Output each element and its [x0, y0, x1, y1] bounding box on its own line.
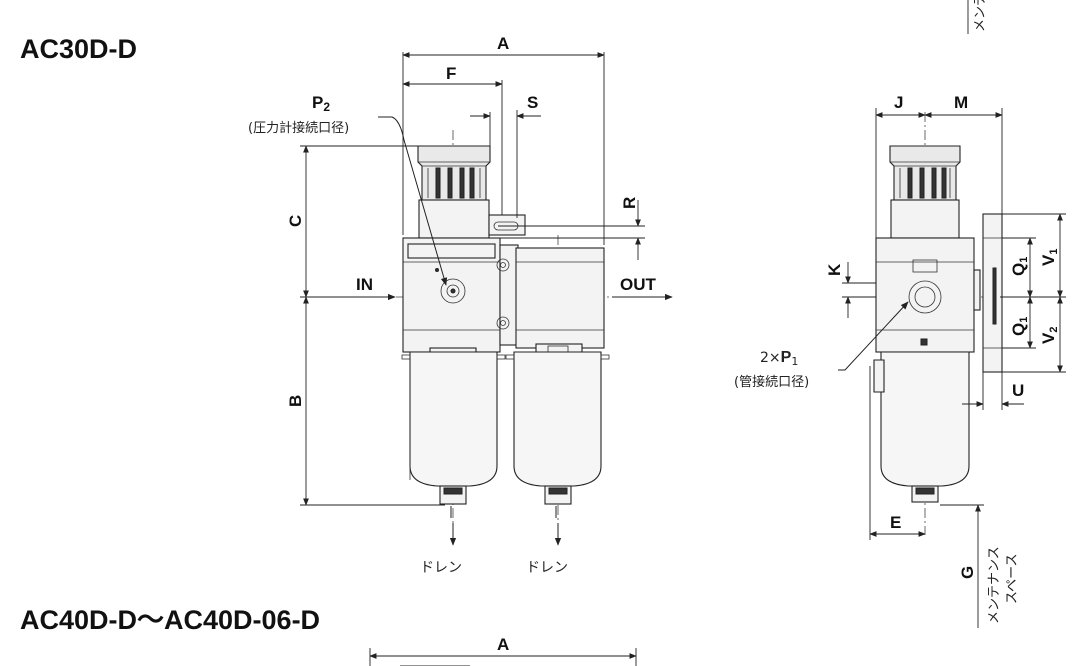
dim-C: C: [286, 215, 305, 227]
port-p2-label: P2 (圧力計接続口径): [248, 93, 349, 136]
dim-V1: V: [1039, 254, 1058, 266]
dim-Q1-upper: Q: [1009, 263, 1028, 276]
dim-Q1-upper-sub: 1: [1018, 257, 1030, 263]
drain-label-right: ドレン: [526, 560, 568, 576]
dim-Q1-lower-sub: 1: [1018, 317, 1030, 323]
regulator-bowl: [401, 351, 506, 487]
dim-J: J: [894, 93, 903, 112]
dim-A-bottom: A: [497, 635, 509, 654]
p1-label: P: [781, 349, 792, 366]
front-view: ドレン ドレン IN OUT P2 (圧力計接続口径) A F S: [248, 34, 673, 576]
p2-label: P: [312, 93, 323, 112]
svg-text:P2: P2: [312, 93, 330, 114]
port-p1-label: 2×P1 (管接続口径): [734, 349, 809, 390]
maintenance-label-1: メンテナンス: [987, 546, 1002, 624]
out-label: OUT: [620, 275, 657, 294]
filter-bowl: [505, 351, 610, 487]
drain-label-left: ドレン: [420, 560, 462, 576]
svg-text:V1: V1: [1039, 249, 1060, 266]
dim-V2: V: [1039, 332, 1058, 344]
dim-Q1-lower: Q: [1009, 323, 1028, 336]
dim-V2-sub: 2: [1048, 327, 1060, 333]
bottom-section: A: [369, 635, 637, 666]
maintenance-label-2: スペース: [1005, 554, 1020, 604]
p1-prefix: 2×: [760, 350, 781, 366]
regulator-knob: [417, 145, 491, 201]
svg-text:2×P1: 2×P1: [760, 349, 798, 368]
dim-G: G: [958, 566, 977, 579]
p2-sub: 2: [323, 100, 330, 114]
dim-K: K: [825, 263, 844, 276]
maintenance-top-cut: メンテナンス: [973, 0, 988, 32]
dim-R: R: [620, 197, 639, 209]
p1-note: (管接続口径): [734, 374, 809, 390]
title-ac30d: AC30D-D: [20, 34, 137, 64]
dim-B: B: [286, 395, 305, 407]
svg-text:V2: V2: [1039, 327, 1060, 344]
title-ac40d: AC40D-D～AC40D-06-D: [20, 605, 320, 635]
svg-text:Q1: Q1: [1009, 257, 1030, 276]
in-label: IN: [356, 275, 373, 294]
dim-V1-sub: 1: [1048, 249, 1060, 255]
dim-F: F: [446, 64, 456, 83]
dim-E: E: [890, 513, 901, 532]
dim-S: S: [527, 93, 538, 112]
dim-U: U: [1012, 381, 1024, 400]
dim-A-front: A: [497, 34, 509, 53]
dim-M: M: [954, 93, 968, 112]
svg-text:Q1: Q1: [1009, 317, 1030, 336]
p1-sub: 1: [791, 355, 798, 368]
side-view: 2×P1 (管接続口径) J M K Q1 Q1 V1 V2: [734, 0, 1066, 628]
p2-note: (圧力計接続口径): [248, 120, 349, 136]
